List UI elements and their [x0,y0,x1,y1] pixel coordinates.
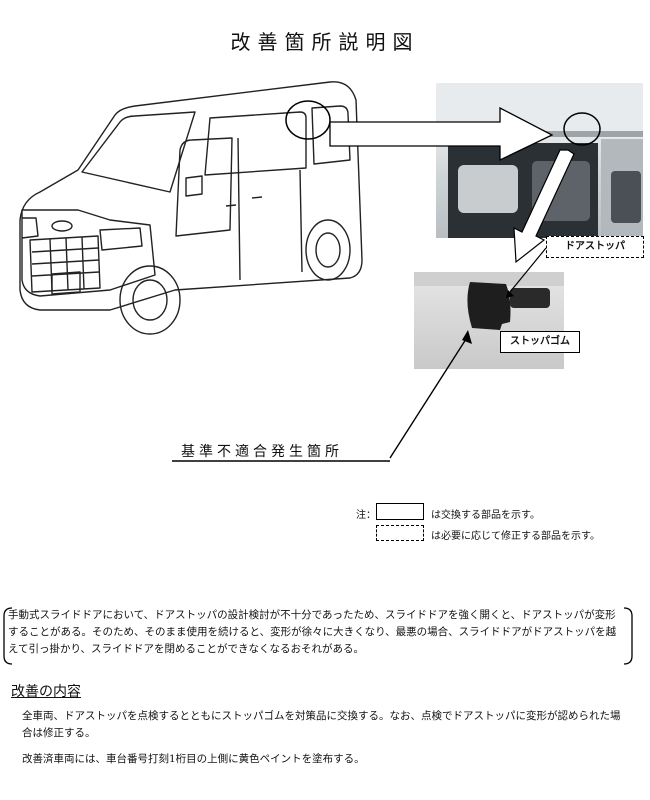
stopper-rubber-tag: ストッパゴム [500,331,580,353]
highlight-circle [285,100,331,140]
fix-body-2: 改善済車両には、車台番号打刻1桁目の上側に黄色ペイントを塗布する。 [22,753,365,765]
legend-prefix: 注： [356,510,376,521]
defect-description: 手動式スライドドアにおいて、ドアストッパの設計検討が不十分であったため、スライド… [8,609,617,655]
legend-dashed-text: は必要に応じて修正する部品を示す。 [431,531,600,542]
pointer-arrow-large [329,106,554,162]
legend-dashed-box [376,525,424,541]
page-title: 改善箇所説明図 [230,30,420,54]
fix-body-1: 全車両、ドアストッパを点検するとともにストッパゴムを対策品に交換する。なお、点検… [22,710,621,739]
nonconformity-location-label: 基準不適合発生箇所 [181,444,343,460]
van-illustration [19,81,363,335]
door-photo [436,83,643,238]
fix-heading: 改善の内容 [11,684,81,700]
legend-solid-box [376,503,424,520]
legend-solid-text: は交換する部品を示す。 [431,510,540,521]
pointer-arrow-down [513,149,575,264]
door-stopper-tag: ドアストッパ [546,236,644,258]
